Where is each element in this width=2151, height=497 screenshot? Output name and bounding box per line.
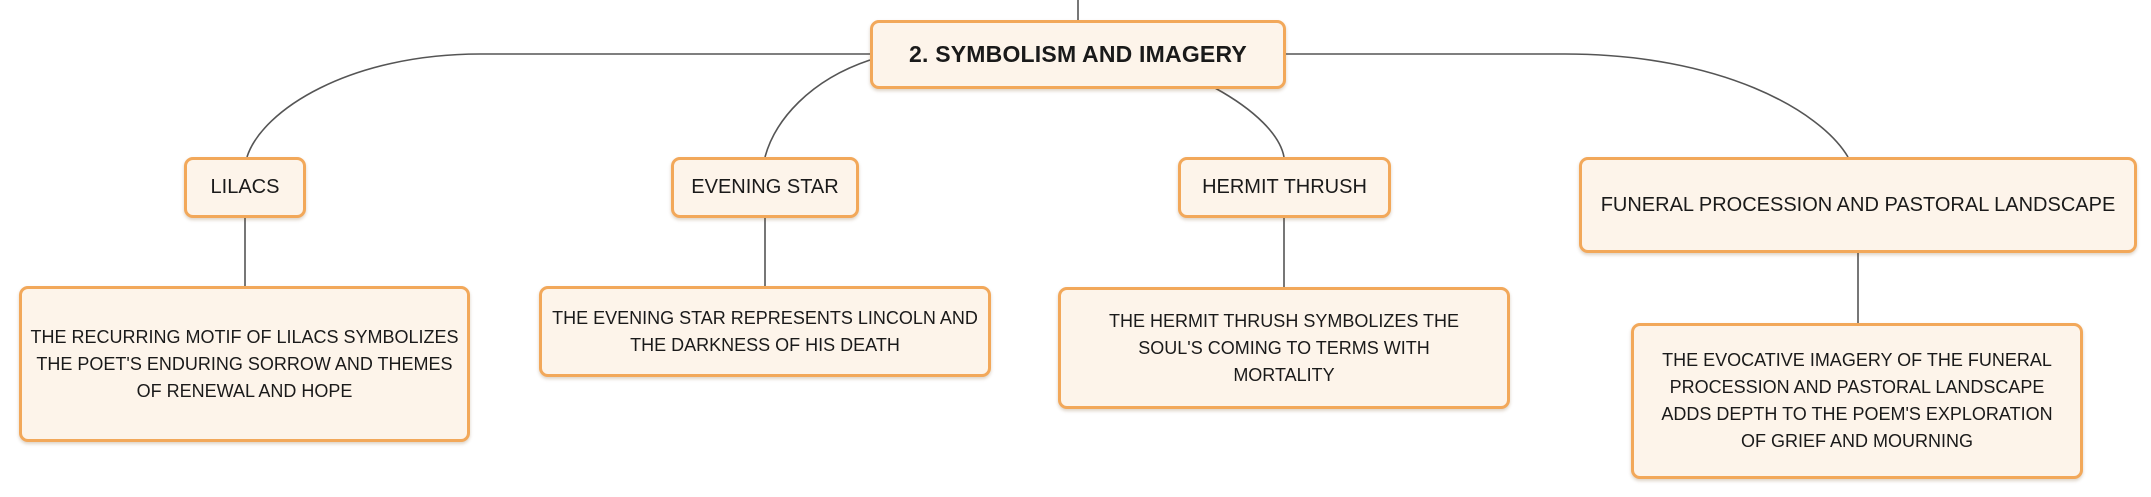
topic-label: HERMIT THRUSH [1202,176,1367,198]
topic-evening-star[interactable]: EVENING STAR [671,157,859,218]
detail-text: THE HERMIT THRUSH SYMBOLIZES THE SOUL'S … [1108,310,1460,385]
detail-funeral-procession[interactable]: THE EVOCATIVE IMAGERY OF THE FUNERAL PRO… [1631,323,2083,479]
detail-text: THE EVOCATIVE IMAGERY OF THE FUNERAL PRO… [1661,350,2053,451]
detail-text: THE EVENING STAR REPRESENTS LINCOLN AND … [552,307,978,355]
connector-root-funeral [1285,53,1849,158]
detail-hermit-thrush[interactable]: THE HERMIT THRUSH SYMBOLIZES THE SOUL'S … [1058,287,1510,409]
topic-label: FUNERAL PROCESSION AND PASTORAL LANDSCAP… [1600,193,2116,216]
topic-lilacs[interactable]: LILACS [184,157,306,218]
detail-evening-star[interactable]: THE EVENING STAR REPRESENTS LINCOLN AND … [539,286,991,377]
connector-root-hermit-thrush [1214,87,1285,158]
root-title: 2. SYMBOLISM AND IMAGERY [909,41,1247,67]
detail-lilacs[interactable]: THE RECURRING MOTIF OF LILACS SYMBOLIZES… [19,286,470,442]
topic-label: EVENING STAR [691,176,839,198]
root-node[interactable]: 2. SYMBOLISM AND IMAGERY [870,20,1286,89]
topic-hermit-thrush[interactable]: HERMIT THRUSH [1178,157,1391,218]
topic-label: LILACS [210,176,280,198]
connector-root-evening-star [764,59,871,158]
topic-funeral-procession[interactable]: FUNERAL PROCESSION AND PASTORAL LANDSCAP… [1579,157,2137,253]
detail-text: THE RECURRING MOTIF OF LILACS SYMBOLIZES… [30,326,459,401]
connector-root-lilacs [246,53,870,158]
